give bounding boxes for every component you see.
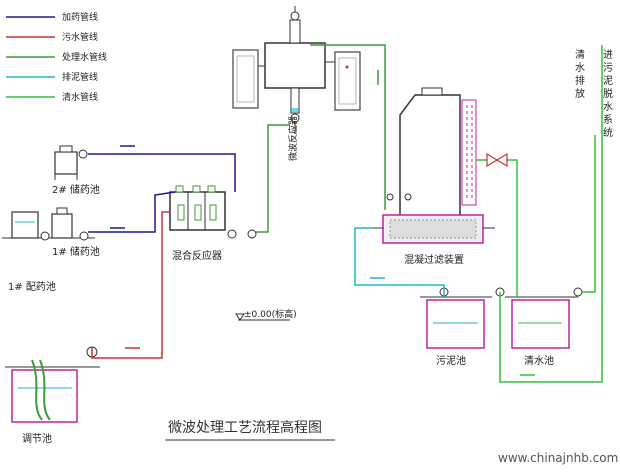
- legend-label-sludge: 排泥管线: [62, 71, 98, 83]
- label-microwave-reactor: 微波反应器: [287, 116, 299, 161]
- label-tank-1-mix: 1# 配药池: [8, 280, 56, 293]
- sludge-pool: [420, 287, 505, 349]
- elevation-marker: ±0.00(标高): [235, 308, 297, 321]
- label-clear-discharge-2: 水: [575, 62, 585, 74]
- label-clear-discharge-3: 排: [575, 74, 585, 87]
- label-filter: 混凝过滤装置: [404, 253, 464, 266]
- svg-text:水: 水: [603, 101, 613, 113]
- watermark: www.chinajnhb.com: [498, 451, 618, 465]
- treated-pipes: [256, 44, 386, 233]
- storage-tank-2: [54, 145, 88, 180]
- label-mixing-reactor: 混合反应器: [172, 249, 222, 262]
- label-clear-discharge-1: 清: [575, 48, 585, 61]
- legend-label-dosing: 加药管线: [62, 11, 98, 23]
- svg-text:系: 系: [603, 114, 613, 126]
- svg-text:进: 进: [603, 49, 613, 61]
- legend-label-clear: 清水管线: [62, 91, 98, 103]
- title-block: 微波处理工艺流程高程图: [165, 419, 335, 441]
- svg-text:脱: 脱: [603, 87, 613, 100]
- dosing-pipes: [88, 145, 236, 233]
- legend-label-sewage: 污水管线: [62, 31, 98, 43]
- label-tank-1: 1# 储药池: [52, 245, 100, 258]
- svg-text:污: 污: [603, 62, 613, 74]
- label-regulating-pool: 调节池: [22, 432, 52, 445]
- sewage-pipes: [91, 211, 170, 359]
- label-tank-2: 2# 储药池: [52, 183, 100, 196]
- label-reuse: 进 污 泥 脱 水 系 统: [603, 49, 613, 139]
- microwave-reactor: [232, 6, 361, 134]
- regulating-pool: [5, 346, 100, 423]
- sludge-pipes: [354, 227, 445, 297]
- label-clear-discharge: 清 水 排 放: [575, 48, 585, 100]
- coagulation-filter: [372, 87, 495, 244]
- label-clear-discharge-4: 放: [575, 87, 585, 100]
- valve-icon: [486, 152, 508, 168]
- label-elevation: ±0.00(标高): [244, 308, 297, 320]
- svg-text:统: 统: [603, 126, 613, 139]
- legend: 加药管线 污水管线 处理水管线 排泥管线 清水管线: [6, 11, 107, 103]
- mixing-reactor: [169, 185, 257, 239]
- svg-text:泥: 泥: [603, 74, 613, 87]
- diagram-title: 微波处理工艺流程高程图: [168, 419, 322, 436]
- legend-label-treated: 处理水管线: [62, 51, 107, 63]
- storage-tank-1: [2, 207, 95, 241]
- label-sludge-pool: 污泥池: [436, 354, 466, 367]
- label-clear-pool: 清水池: [524, 354, 554, 367]
- clear-water-pool: [505, 287, 583, 349]
